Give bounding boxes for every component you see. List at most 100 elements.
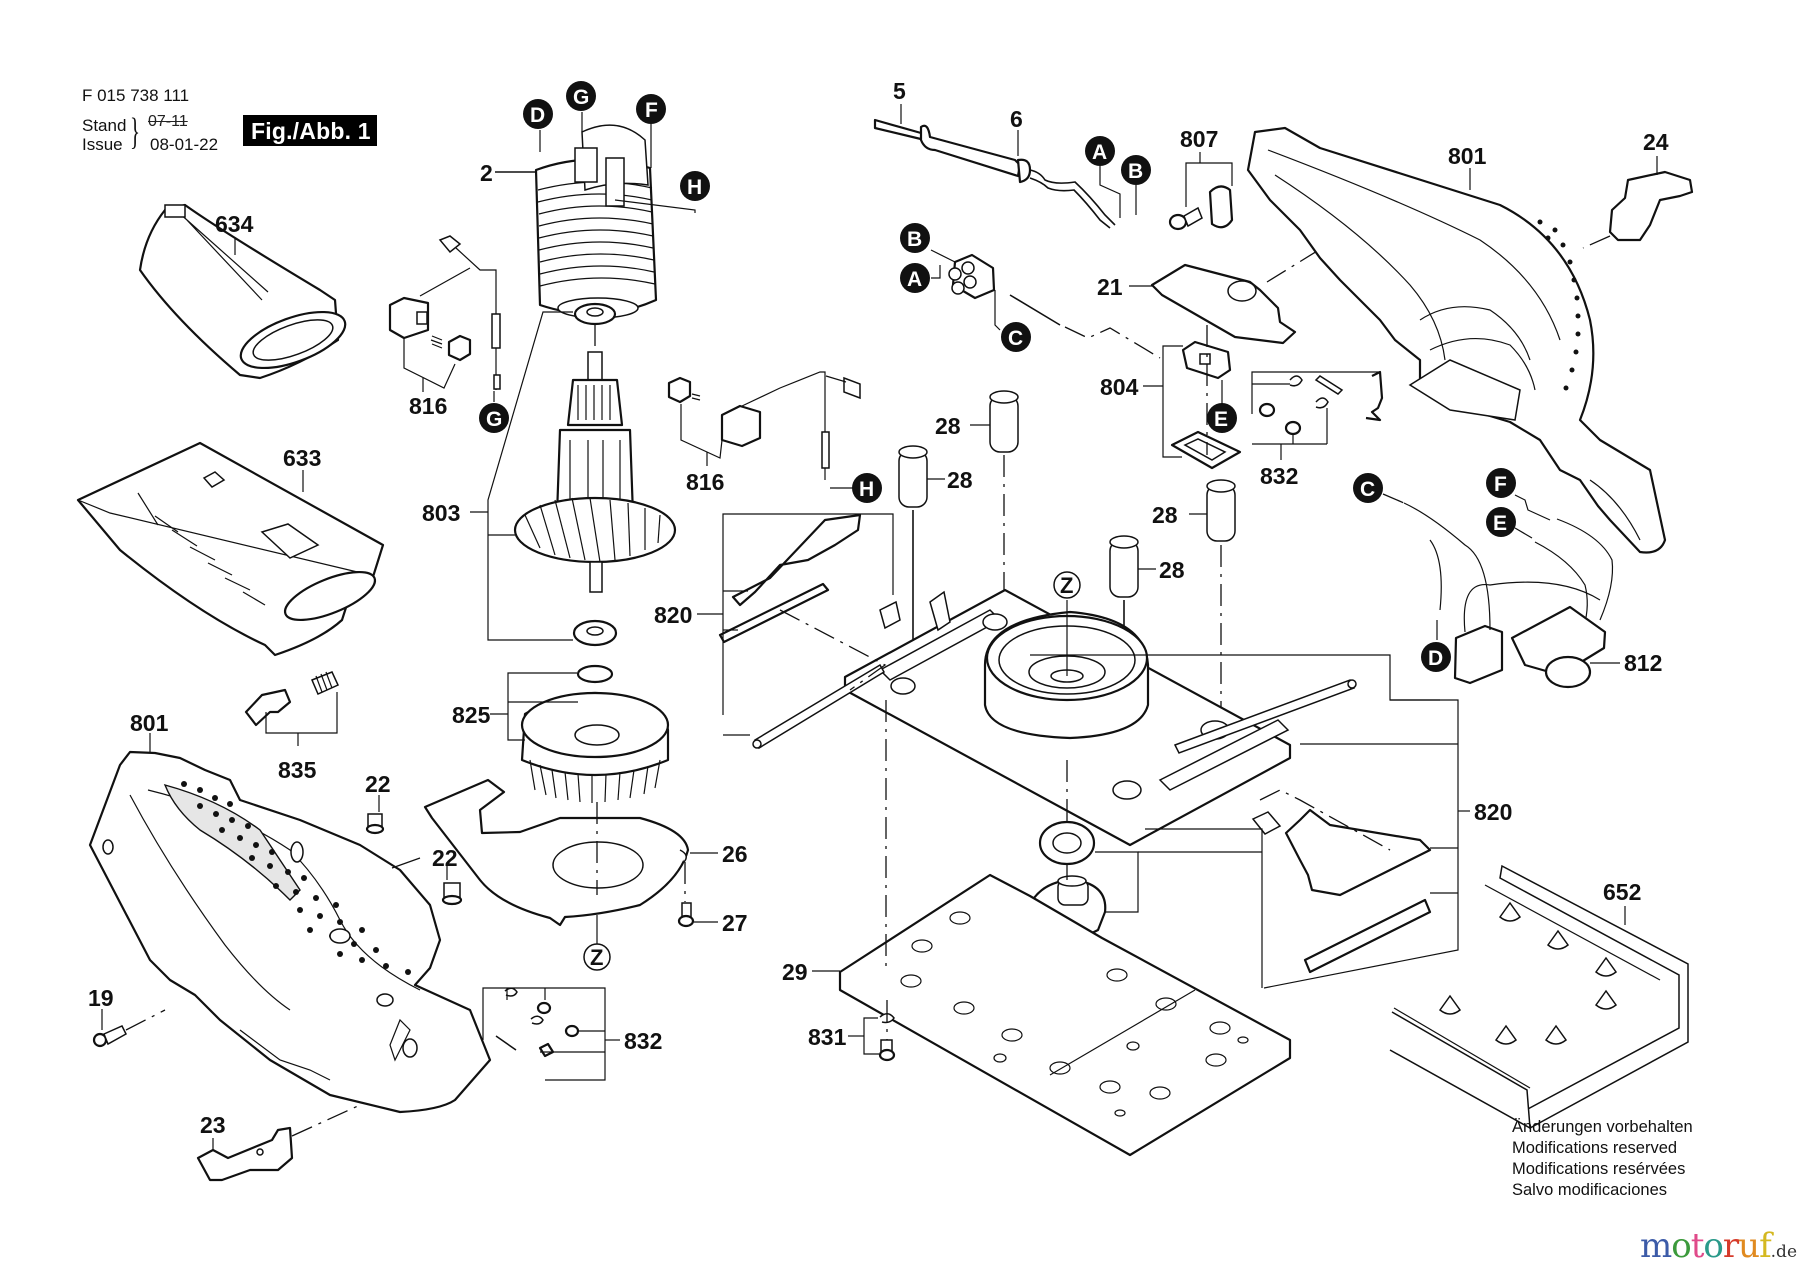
label-24: 24 — [1643, 129, 1669, 155]
label-816-left: 816 — [409, 393, 447, 419]
ref-cable-A: A — [1092, 141, 1107, 164]
ref-term-A: A — [907, 268, 922, 291]
label-27: 27 — [722, 910, 748, 936]
label-28-a: 28 — [935, 413, 961, 439]
screw-27[interactable] — [677, 902, 695, 928]
screw-19[interactable] — [92, 1025, 127, 1048]
logo-tld: .de — [1770, 1242, 1798, 1262]
dust-box-part[interactable] — [76, 441, 385, 657]
logo-letter: r — [1722, 1226, 1739, 1266]
ref-z-fan: Z — [590, 945, 603, 970]
ref-supp-C: C — [1360, 478, 1375, 501]
field-coil-part[interactable] — [534, 124, 658, 319]
issue-label: Issue — [82, 135, 123, 154]
screw-set-left[interactable] — [495, 987, 580, 1058]
label-832-left: 832 — [624, 1028, 662, 1054]
label-832-right: 832 — [1260, 463, 1298, 489]
rubber-bush-upper[interactable] — [365, 813, 385, 835]
ref-field-F: F — [645, 99, 658, 122]
logo-letter: o — [1703, 1226, 1724, 1266]
disclaimer-block: Änderungen vorbehalten Modifications res… — [1512, 1117, 1693, 1201]
ref-field-D: D — [530, 104, 545, 127]
ref-field-G: G — [573, 86, 589, 109]
rubber-bush-lower[interactable] — [441, 882, 463, 906]
dust-clip-part[interactable] — [244, 671, 339, 727]
ref-supp-D: D — [1428, 647, 1443, 670]
ref-field-H: H — [687, 176, 702, 199]
on-off-switch-part[interactable] — [1170, 340, 1242, 470]
dust-flap-part-left[interactable] — [718, 513, 951, 644]
ref-term-C: C — [1008, 327, 1023, 350]
stand-date: 07-11 — [148, 113, 188, 130]
label-825: 825 — [452, 702, 491, 728]
disclaimer-fr: Modifications resérvées — [1512, 1160, 1686, 1178]
label-23: 23 — [200, 1112, 226, 1138]
label-28-c: 28 — [1152, 502, 1178, 528]
power-cable-part[interactable] — [873, 118, 1116, 229]
guide-pin-right[interactable] — [1173, 679, 1357, 754]
switch-actuator-part[interactable] — [1150, 263, 1297, 345]
bearing-housing-part[interactable] — [983, 610, 1150, 740]
logo-letter: m — [1640, 1226, 1672, 1266]
logo-letter: u — [1738, 1226, 1760, 1266]
label-820-right: 820 — [1474, 799, 1512, 825]
label-816-right: 816 — [686, 469, 724, 495]
label-29: 29 — [782, 959, 808, 985]
label-22-lower: 22 — [432, 845, 458, 871]
suppressor-module-part[interactable] — [1403, 502, 1614, 689]
motoruf-watermark-logo: motoruf.de — [1640, 1226, 1797, 1266]
ref-cable-B: B — [1128, 160, 1143, 183]
ref-supp-F: F — [1494, 473, 1507, 496]
label-5: 5 — [893, 78, 906, 104]
cable-clamp-part[interactable] — [1168, 185, 1234, 231]
carbon-brushes-right[interactable] — [667, 371, 861, 480]
label-6: 6 — [1010, 106, 1023, 132]
label-803: 803 — [422, 500, 460, 526]
rubber-pin-1[interactable] — [989, 390, 1019, 453]
issue-date: 08-01-22 — [150, 135, 219, 154]
guide-pin-left[interactable] — [752, 663, 886, 750]
disclaimer-es: Salvo modificaciones — [1512, 1181, 1667, 1199]
carbon-brushes-left[interactable] — [388, 235, 501, 390]
disclaimer-de: Änderungen vorbehalten — [1512, 1118, 1693, 1136]
cover-24-part[interactable] — [1608, 170, 1694, 242]
fan-part[interactable] — [520, 664, 670, 803]
logo-letter: t — [1690, 1226, 1705, 1266]
label-831: 831 — [808, 1024, 847, 1050]
label-652: 652 — [1603, 879, 1641, 905]
label-28-b: 28 — [947, 467, 973, 493]
label-812: 812 — [1624, 650, 1662, 676]
housing-left-part[interactable] — [88, 750, 492, 1114]
label-2: 2 — [480, 160, 493, 186]
screw-set-right[interactable] — [1258, 370, 1384, 436]
dust-flap-part-right[interactable] — [1251, 808, 1432, 974]
air-baffle-part[interactable] — [423, 778, 690, 927]
ball-bearing-lower[interactable] — [1038, 820, 1096, 866]
ref-term-B: B — [907, 228, 922, 251]
rubber-pin-4[interactable] — [1109, 535, 1139, 598]
label-801-right: 801 — [1448, 143, 1487, 169]
dust-extraction-nozzle[interactable] — [138, 203, 352, 380]
label-820-left: 820 — [654, 602, 692, 628]
armature-part[interactable] — [513, 302, 677, 647]
figure-badge: Fig./Abb. 1 — [243, 115, 377, 146]
document-number: F 015 738 111 — [82, 86, 190, 105]
rubber-pin-2[interactable] — [898, 445, 928, 508]
rubber-pin-3[interactable] — [1206, 479, 1236, 542]
stand-label: Stand — [82, 116, 127, 135]
housing-right-part[interactable] — [1246, 126, 1667, 554]
logo-letter: o — [1671, 1226, 1692, 1266]
label-801-left: 801 — [130, 710, 169, 736]
brace-icon: } — [130, 111, 141, 153]
label-633: 633 — [283, 445, 321, 471]
perforator-plate-part[interactable] — [1389, 864, 1689, 1130]
label-634: 634 — [215, 211, 254, 237]
ref-z-plate: Z — [1060, 573, 1073, 598]
sanding-plate-part[interactable] — [838, 873, 1292, 1157]
label-26: 26 — [722, 841, 748, 867]
ref-switch-E: E — [1214, 408, 1228, 431]
disclaimer-en: Modifications reserved — [1512, 1139, 1678, 1157]
terminal-block-part[interactable] — [948, 253, 1061, 326]
lever-23-part[interactable] — [196, 1126, 294, 1182]
